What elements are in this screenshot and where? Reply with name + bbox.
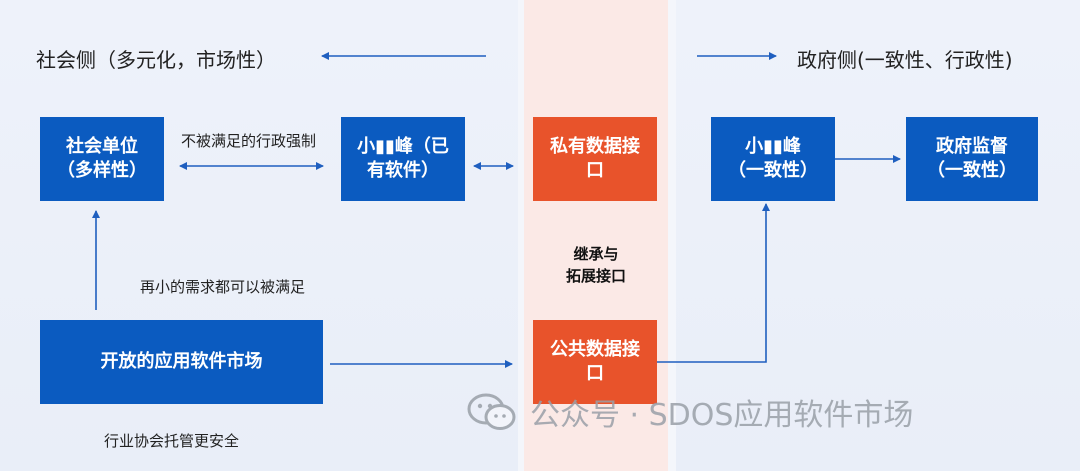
government-side-heading: 政府侧(一致性、行政性) [797,48,1013,72]
society-side-heading: 社会侧（多元化，市场性） [36,48,276,72]
private-data-interface-box: 私有数据接 口 [533,117,657,201]
government-supervision-box: 政府监督 （一致性） [906,117,1038,201]
inherit-extend-label: 继承与 拓展接口 [565,245,626,285]
wechat-icon [467,393,516,430]
admin-force-label: 不被满足的行政强制 [181,132,317,150]
watermark-text: 公众号 · SDOS应用软件市场 [530,398,914,433]
public-data-interface-box: 公共数据接 口 [533,320,657,404]
small-needs-label: 再小的需求都可以被满足 [140,278,306,296]
watermark: 公众号 · SDOS应用软件市场 [466,390,913,434]
small-peak-existing-software-box: 小▮▮峰（已 有软件） [341,117,465,201]
open-software-market-box: 开放的应用软件市场 [40,320,323,404]
government-panel [676,0,1080,471]
social-unit-box: 社会单位 （多样性） [40,117,164,201]
small-peak-consistency-box: 小▮▮峰 （一致性） [711,117,835,201]
arrow-public-interface-to-small-peak [657,203,770,363]
industry-association-label: 行业协会托管更安全 [104,432,240,450]
